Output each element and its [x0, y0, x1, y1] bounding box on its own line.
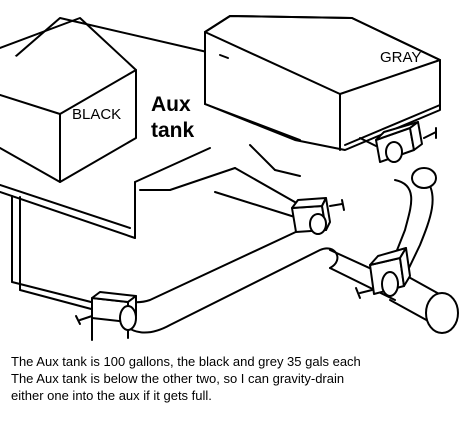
aux-label-pointer	[219, 54, 229, 59]
gate-valve-icon	[91, 291, 137, 341]
aux-tank-label-line1: Aux	[151, 93, 191, 116]
black-tank-label: BLACK	[72, 106, 122, 123]
caption-line-1: The Aux tank is 100 gallons, the black a…	[11, 354, 361, 369]
valve-handle-icon	[329, 199, 345, 211]
aux-tank-label-line2: tank	[151, 119, 195, 142]
main-drain-pipe	[117, 229, 401, 334]
valve-handle-icon	[355, 287, 373, 299]
caption-line-2: The Aux tank is below the other two, so …	[11, 371, 345, 386]
aux-tank-outline	[0, 17, 221, 239]
caption-line-3: either one into the aux if it gets full.	[11, 388, 212, 403]
valve-handle-icon	[75, 315, 93, 325]
aux-tank-label: Aux tank	[151, 92, 211, 144]
gray-tank-label: GRAY	[380, 49, 422, 66]
gate-valve-icon	[369, 247, 411, 297]
gray-feed-pipe	[389, 167, 437, 271]
gray-tank-outline	[204, 15, 441, 151]
valve-handle-icon	[359, 127, 437, 147]
frame-lines	[11, 144, 301, 311]
gate-valve-icon	[375, 121, 423, 163]
gate-valve-icon	[291, 197, 331, 235]
black-tank-outline	[0, 17, 137, 183]
caption: The Aux tank is 100 gallons, the black a…	[11, 353, 461, 404]
outlet-pipe	[389, 274, 459, 334]
